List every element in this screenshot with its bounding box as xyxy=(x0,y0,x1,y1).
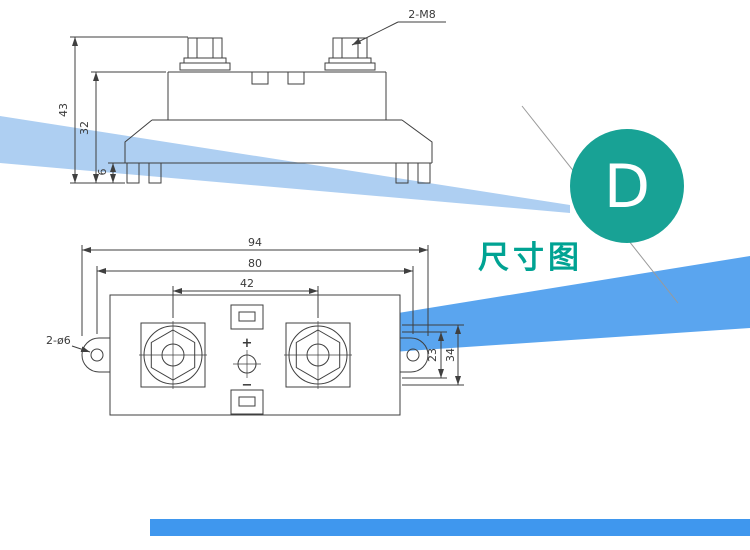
dim-label-body-height: 32 xyxy=(78,121,91,135)
bolt-left xyxy=(179,37,231,71)
dim-label-hole-spacing: 80 xyxy=(248,257,262,270)
dim-label-terminal-spacing: 42 xyxy=(240,277,254,290)
dim-80 xyxy=(96,266,414,334)
polarity-minus-label: − xyxy=(242,378,253,393)
ribbon-mid-band xyxy=(392,256,750,352)
dim-34 xyxy=(402,324,464,386)
polarity-plus-label: + xyxy=(242,336,253,351)
dim-label-total-width: 34 xyxy=(444,348,457,362)
dim-6 xyxy=(108,162,127,183)
aux-terminal-top xyxy=(230,304,264,330)
dim-23 xyxy=(402,331,447,379)
module-body-outline xyxy=(167,71,387,120)
dim-43 xyxy=(70,36,188,184)
dim-32 xyxy=(91,71,166,183)
leader-2-m8 xyxy=(351,21,446,46)
caption-title: 尺寸图 xyxy=(478,240,583,276)
dim-label-foot-height: 6 xyxy=(96,169,109,176)
bolt-right xyxy=(324,37,376,71)
front-view xyxy=(70,21,446,184)
bottom-bar xyxy=(150,519,750,536)
hole-spec-label: 2-ø6 xyxy=(46,334,71,347)
mounting-ear-right xyxy=(400,337,429,373)
badge-letter: D xyxy=(604,152,650,222)
terminal-left xyxy=(139,321,207,389)
mounting-ear-left xyxy=(81,337,110,373)
badge-circle xyxy=(570,129,684,243)
dim-94 xyxy=(81,245,429,336)
dim-label-total-length: 94 xyxy=(248,236,262,249)
bolt-spec-label: 2-M8 xyxy=(408,8,435,21)
terminal-right xyxy=(284,321,352,389)
top-view xyxy=(71,245,464,416)
dim-label-total-height: 43 xyxy=(57,103,70,117)
center-pilot-hole xyxy=(233,350,261,378)
aux-terminal-bottom xyxy=(230,389,264,415)
dim-42 xyxy=(172,286,319,318)
dim-label-inner-width: 23 xyxy=(426,348,439,362)
leader-2-o6 xyxy=(71,345,91,353)
ribbon-light-band xyxy=(0,116,570,213)
base-flange-outline xyxy=(124,119,433,184)
